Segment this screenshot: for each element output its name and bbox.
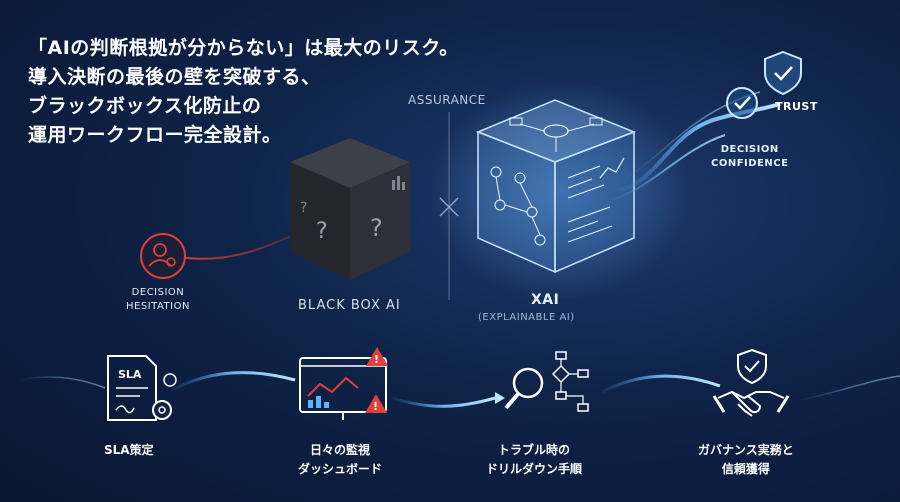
hesitation-line-1: DECISION bbox=[131, 287, 185, 298]
black-box-cube: ? ? ? bbox=[290, 138, 410, 280]
hesitation-icon bbox=[140, 233, 186, 279]
trust-label: TRUST bbox=[775, 100, 818, 113]
svg-text:SLA: SLA bbox=[118, 368, 142, 381]
hesitation-line bbox=[185, 231, 301, 260]
confidence-check-icon bbox=[726, 87, 758, 119]
workflow-step-drilldown: トラブル時の ドリルダウン手順 bbox=[486, 441, 582, 479]
xai-label: XAI bbox=[531, 292, 560, 308]
headline-line-4: 運用ワークフロー完全設計。 bbox=[28, 124, 282, 146]
xai-cube bbox=[475, 99, 637, 274]
headline-line-3: ブラックボックス化防止の bbox=[28, 95, 262, 117]
hesitation-line-2: HESITATION bbox=[126, 301, 190, 312]
step-label-line-1: ガバナンス実務と bbox=[698, 443, 794, 457]
workflow-step-governance: ガバナンス実務と 信頼獲得 bbox=[698, 441, 794, 479]
step-label-line-1: SLA策定 bbox=[104, 443, 154, 457]
sla-document-icon: SLA bbox=[107, 355, 177, 421]
workflow-flow-lines bbox=[19, 371, 900, 408]
xai-sublabel: (EXPLAINABLE AI) bbox=[478, 312, 575, 323]
step-label-line-2: ドリルダウン手順 bbox=[486, 462, 583, 476]
step-label-line-2: 信頼獲得 bbox=[721, 462, 770, 476]
decision-hesitation-label: DECISION HESITATION bbox=[126, 286, 190, 314]
step-label-line-1: 日々の監視 bbox=[310, 443, 371, 457]
workflow-step-monitoring: 日々の監視 ダッシュボード bbox=[298, 441, 382, 479]
svg-text:!: ! bbox=[374, 353, 379, 366]
assurance-label: ASSURANCE bbox=[408, 93, 486, 107]
trust-shield-icon bbox=[764, 50, 802, 96]
decision-confidence-label: DECISION CONFIDENCE bbox=[711, 143, 788, 171]
question-mark-3: ? bbox=[300, 200, 307, 216]
headline-line-2: 導入決断の最後の壁を突破する、 bbox=[28, 66, 321, 88]
monitoring-dashboard-icon: ! ! bbox=[299, 347, 388, 420]
workflow-step-sla: SLA策定 bbox=[104, 441, 154, 460]
step-label-line-2: ダッシュボード bbox=[298, 462, 383, 476]
question-mark-1: ? bbox=[316, 219, 328, 244]
headline: 「AIの判断根拠が分からない」は最大のリスク。 導入決断の最後の壁を突破する、 … bbox=[28, 34, 459, 150]
black-box-label: BLACK BOX AI bbox=[298, 298, 401, 313]
confidence-line-2: CONFIDENCE bbox=[711, 158, 789, 169]
confidence-line-1: DECISION bbox=[720, 144, 779, 155]
step-label-line-1: トラブル時の bbox=[498, 443, 571, 457]
question-mark-2: ? bbox=[370, 214, 383, 242]
handshake-shield-icon bbox=[712, 348, 790, 417]
headline-line-1: 「AIの判断根拠が分からない」は最大のリスク。 bbox=[28, 37, 459, 59]
svg-text:!: ! bbox=[373, 400, 378, 413]
drilldown-search-icon bbox=[504, 351, 589, 412]
